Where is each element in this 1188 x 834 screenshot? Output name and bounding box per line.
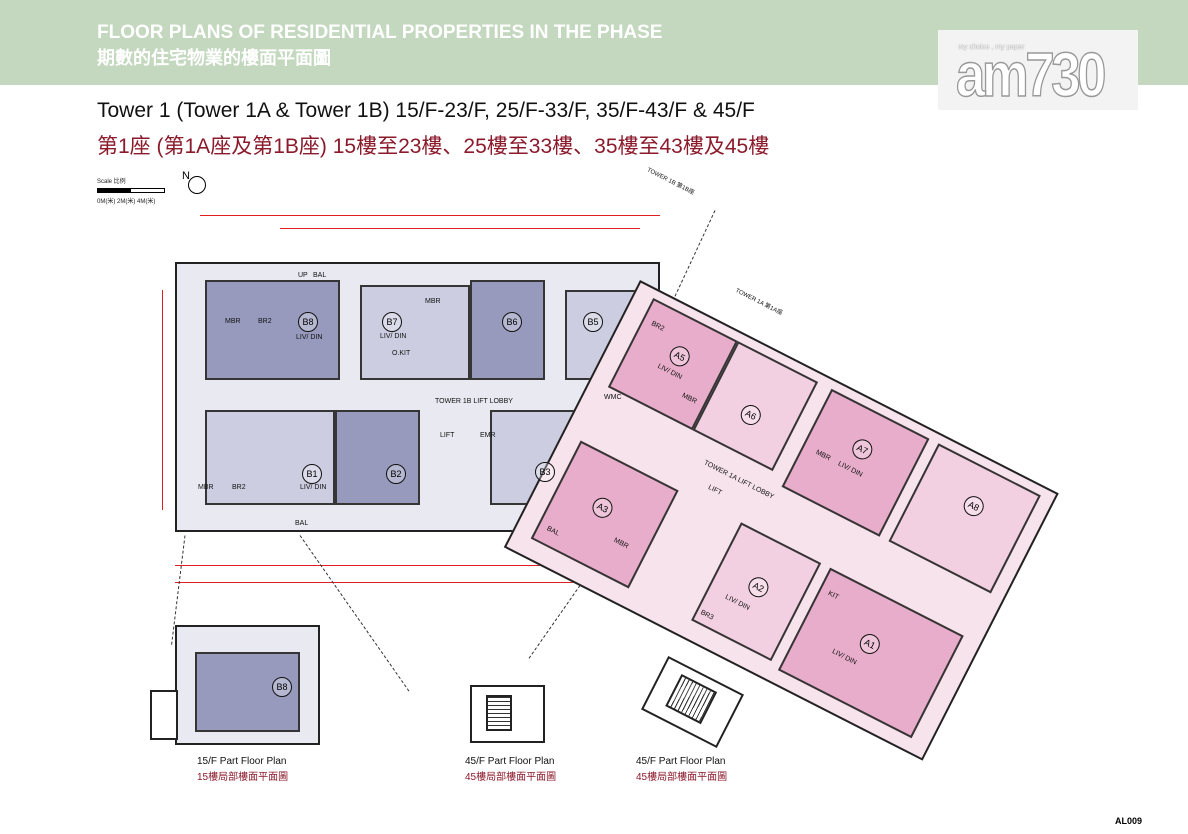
- dimension-line: [175, 582, 615, 583]
- caption-45f-1-zh: 45樓局部樓面平面圖: [465, 772, 557, 783]
- unit-label: B8: [298, 312, 318, 332]
- room-label: O.KIT: [392, 350, 411, 357]
- am730-logo: am730 my choice , my paper: [938, 30, 1138, 111]
- dimension-line: [175, 565, 615, 566]
- logo-tagline: my choice , my paper: [958, 44, 1025, 51]
- tower-label: TOWER 1B 第1B座: [645, 167, 696, 197]
- plan-heading-en: Tower 1 (Tower 1A & Tower 1B) 15/F-23/F,…: [97, 99, 755, 122]
- room-label: MBR: [425, 298, 441, 305]
- scale-bar: Scale 比例 0M(米) 2M(米) 4M(米): [97, 176, 165, 205]
- part-plan-45f-1b: [470, 685, 545, 743]
- room-label: LIV/ DIN: [296, 334, 323, 341]
- unit-label: B3: [535, 462, 555, 482]
- page-code: AL009: [1115, 816, 1143, 826]
- dimension-line: [162, 290, 163, 510]
- unit-b8: [205, 280, 340, 380]
- north-arrow-icon: N: [182, 170, 206, 194]
- caption-45f-2-zh: 45樓局部樓面平面圖: [636, 772, 728, 783]
- header-title-zh: 期數的住宅物業的樓面平面圖: [97, 48, 331, 68]
- room-label: MBR: [198, 484, 214, 491]
- room-label: MBR: [225, 318, 241, 325]
- part-plan-45f-1a: [641, 655, 744, 749]
- lobby-label: TOWER 1B LIFT LOBBY: [435, 398, 513, 405]
- scale-ticks: 0M(米) 2M(米) 4M(米): [97, 199, 156, 205]
- scale-graphic: [97, 188, 165, 193]
- unit-label: B1: [302, 464, 322, 484]
- room-label: BAL: [313, 272, 327, 279]
- header-title-en: FLOOR PLANS OF RESIDENTIAL PROPERTIES IN…: [97, 22, 663, 43]
- room-label: BR2: [232, 484, 246, 491]
- caption-15f-zh: 15樓局部樓面平面圖: [197, 772, 289, 783]
- plan-heading-zh: 第1座 (第1A座及第1B座) 15樓至23樓、25樓至33樓、35樓至43樓及…: [97, 135, 770, 158]
- room-label: EMR: [480, 432, 496, 439]
- dimension-line: [280, 228, 640, 229]
- unit-b7: [360, 285, 470, 380]
- room-label: LIV/ DIN: [380, 333, 407, 340]
- unit-b1: [205, 410, 335, 505]
- scale-label: Scale 比例: [97, 179, 126, 185]
- unit-label: B6: [502, 312, 522, 332]
- room-label: BR2: [258, 318, 272, 325]
- tower-label: TOWER 1A 第1A座: [734, 287, 784, 317]
- part-plan-15f: B8: [175, 625, 320, 745]
- room-label: LIV/ DIN: [300, 484, 327, 491]
- north-label: N: [182, 170, 190, 182]
- unit-label: B5: [583, 312, 603, 332]
- room-label: WMC: [604, 394, 622, 401]
- caption-45f-1-en: 45/F Part Floor Plan: [465, 756, 555, 767]
- unit-label: B8: [272, 677, 292, 697]
- dimension-line: [200, 215, 660, 216]
- unit-label: B7: [382, 312, 402, 332]
- room-label: UP: [298, 272, 308, 279]
- caption-15f-en: 15/F Part Floor Plan: [197, 756, 287, 767]
- caption-45f-2-en: 45/F Part Floor Plan: [636, 756, 726, 767]
- unit-label: B2: [386, 464, 406, 484]
- logo-text: am730: [955, 40, 1107, 111]
- room-label: LIFT: [440, 432, 455, 439]
- room-label: BAL: [295, 520, 309, 527]
- common-flat-roof: [150, 690, 178, 740]
- leader-line: [668, 210, 716, 311]
- unit-b2: [335, 410, 420, 505]
